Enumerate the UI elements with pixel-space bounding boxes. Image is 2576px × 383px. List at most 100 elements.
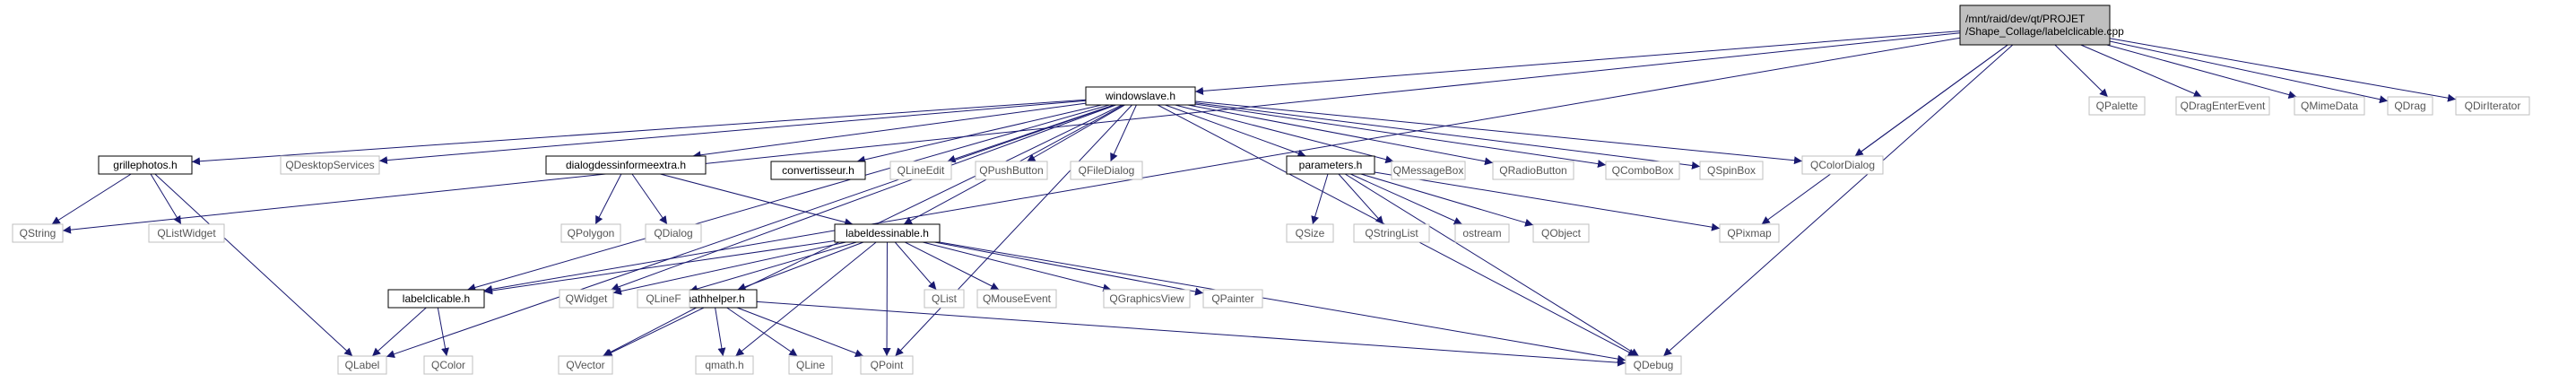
node-label: QVector [566, 359, 604, 371]
node-label: labelclicable.h [403, 292, 470, 305]
node-QPushButton: QPushButton [975, 161, 1048, 180]
edge-dialogdessin-to-labeldessinable [660, 173, 854, 227]
node-box [1959, 4, 2111, 46]
node-label: QLineF [646, 292, 681, 305]
node-QDragEnterEvent: QDragEnterEvent [2175, 96, 2270, 116]
edge-root-to-QString [62, 32, 1961, 234]
node-box [12, 223, 64, 243]
node-label: QColorDialog [1810, 159, 1875, 171]
node-box [423, 355, 473, 375]
node-label: QListWidget [157, 227, 216, 239]
node-box [387, 289, 485, 309]
node-QDirIterator: QDirIterator [2455, 96, 2530, 116]
node-box [2088, 96, 2146, 116]
node-box [889, 161, 952, 180]
edge-windowslave-to-QDesktopServices [378, 100, 1087, 165]
node-QPalette: QPalette [2088, 96, 2146, 116]
node-label: QDragEnterEvent [2181, 100, 2266, 112]
node-box [1492, 161, 1574, 180]
edge-root-to-QMimeData [2106, 44, 2297, 99]
node-label: qmath.h [705, 359, 743, 371]
node-label: grillephotos.h [113, 159, 177, 171]
node-grillephotos[interactable]: grillephotos.h [98, 155, 193, 175]
node-QList: QList [924, 289, 965, 309]
node-QSize: QSize [1286, 223, 1334, 243]
edge-grillephotos-to-QLabel [154, 173, 353, 357]
edge-windowslave-to-QComboBox [1194, 103, 1607, 169]
edge-windowslave-to-QPushButton [1027, 104, 1125, 162]
node-QObject: QObject [1532, 223, 1590, 243]
edge-root-to-QDragEnterEvent [2080, 44, 2202, 98]
edge-mathhelper-to-QVector [603, 307, 697, 357]
node-QSpinBox: QSpinBox [1699, 161, 1764, 180]
node-QFileDialog: QFileDialog [1070, 161, 1143, 180]
node-box [1801, 155, 1884, 175]
node-QListWidget: QListWidget [148, 223, 225, 243]
node-box [98, 155, 193, 175]
node-box [560, 223, 621, 243]
node-QDesktopServices: QDesktopServices [280, 155, 380, 175]
edge-mathhelper-to-qmath [715, 307, 726, 357]
node-QString: QString [12, 223, 64, 243]
edge-windowslave-to-convertisseur [856, 104, 1102, 164]
node-label: QDialog [654, 227, 692, 239]
node-box [558, 355, 613, 375]
node-convertisseur[interactable]: convertisseur.h [770, 161, 866, 180]
edge-labelclicable-to-QLabel [371, 307, 427, 357]
node-box [976, 289, 1057, 309]
node-label: labeldessinable.h [846, 227, 929, 239]
edge-labeldessinable-to-QPainter [934, 241, 1204, 296]
node-box [924, 289, 965, 309]
node-label: /Shape_Collage/labelclicable.cpp [1965, 25, 2124, 38]
edge-root-to-QDirIterator [2109, 38, 2457, 102]
edge-labeldessinable-to-QList [894, 241, 937, 291]
edge-windowslave-to-dialogdessin [692, 102, 1087, 160]
node-label: QWidget [566, 292, 608, 305]
node-root[interactable]: /mnt/raid/dev/qt/PROJET/Shape_Collage/la… [1959, 4, 2124, 46]
node-box [834, 223, 941, 243]
node-QDialog: QDialog [645, 223, 702, 243]
node-QPolygon: QPolygon [560, 223, 621, 243]
node-box [1719, 223, 1780, 243]
edge-dialogdessin-to-QPolygon [594, 173, 622, 225]
edge-labeldessinable-to-QMouseEvent [905, 241, 1000, 291]
node-QComboBox: QComboBox [1605, 161, 1680, 180]
node-labeldessinable[interactable]: labeldessinable.h [834, 223, 941, 243]
node-QDrag: QDrag [2387, 96, 2433, 116]
node-parameters[interactable]: parameters.h [1286, 155, 1375, 175]
node-label: QColor [431, 359, 465, 371]
edge-parameters-to-QObject [1360, 173, 1534, 227]
edge-windowslave-to-parameters [1165, 104, 1306, 158]
node-label: QLineEdit [898, 164, 945, 177]
edge-root-to-QPalette [2054, 44, 2109, 98]
node-label: QObject [1541, 227, 1582, 239]
node-box [1085, 86, 1196, 106]
node-QMouseEvent: QMouseEvent [976, 289, 1057, 309]
edge-labeldessinable-to-QGraphicsView [923, 241, 1112, 292]
node-QPainter: QPainter [1202, 289, 1263, 309]
node-box [148, 223, 225, 243]
edge-windowslave-to-QFileDialog [1110, 104, 1137, 162]
node-dialogdessin[interactable]: dialogdessinformeextra.h [545, 155, 707, 175]
node-box [695, 355, 754, 375]
node-QLineF: QLineF [637, 289, 690, 309]
node-mathhelper[interactable]: mathhelper.h [670, 289, 758, 309]
node-QPoint: QPoint [860, 355, 914, 375]
node-windowslave[interactable]: windowslave.h [1085, 86, 1196, 106]
node-label: QFileDialog [1079, 164, 1135, 177]
edge-root-to-QPixmap [1761, 44, 2008, 225]
node-label: convertisseur.h [782, 164, 854, 177]
node-labelclicable[interactable]: labelclicable.h [387, 289, 485, 309]
edge-windowslave-to-QLabel [386, 104, 1115, 358]
node-label: QList [932, 292, 958, 305]
edge-labeldessinable-to-mathhelper [737, 241, 864, 292]
edge-parameters-to-QPixmap [1374, 171, 1721, 231]
node-QLabel: QLabel [337, 355, 387, 375]
node-label: QLabel [345, 359, 380, 371]
edge-mathhelper-to-QDebug [756, 300, 1626, 367]
edge-windowslave-to-labelclicable [467, 104, 1110, 292]
node-box [770, 161, 866, 180]
node-QMimeData: QMimeData [2294, 96, 2365, 116]
node-box [1286, 155, 1375, 175]
node-label: QPainter [1211, 292, 1253, 305]
